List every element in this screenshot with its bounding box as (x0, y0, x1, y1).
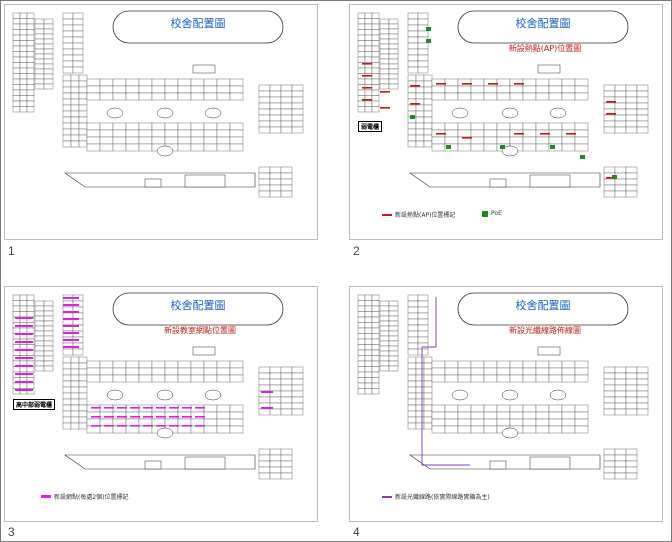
campus-floor-plan (357, 10, 649, 198)
slide-subtitle: 新設教室網點位置圖 (164, 326, 236, 335)
campus-floor-plan (357, 292, 649, 480)
callout-label: 弱電櫃 (358, 121, 383, 132)
legend-swatch (41, 495, 51, 498)
slide-thumbnail-1[interactable]: 校舍配置圖 (4, 4, 318, 240)
legend-item: 新設網點(每處2個)位置標記 (41, 492, 129, 501)
legend-swatch (382, 213, 392, 216)
campus-floor-plan (12, 10, 304, 198)
legend-label: 新設光纖線路(依實際線路實顯為主) (395, 494, 490, 501)
slide-title: 校舍配置圖 (515, 299, 571, 312)
legend-swatch (382, 495, 392, 498)
legend-swatch (482, 210, 488, 217)
campus-floor-plan (12, 292, 304, 480)
slide-subtitle: 新設光纖線路佈線圖 (509, 326, 581, 335)
slide-title: 校舍配置圖 (515, 17, 571, 30)
slide-number: 2 (353, 244, 360, 258)
legend-label: 新設熱點(AP)位置標記 (395, 212, 456, 219)
slide-thumbnail-4[interactable]: 校舍配置圖 新設光纖線路佈線圖 新設光纖線路(依實際線路實顯為主) (349, 286, 663, 522)
slide-thumbnail-3[interactable]: 校舍配置圖 新設教室網點位置圖 高中部弱電櫃 新設網點(每處2個)位置標記 (4, 286, 318, 522)
legend-label: 新設網點(每處2個)位置標記 (54, 494, 129, 501)
slide-number: 4 (353, 525, 360, 539)
legend-item: PoE (482, 210, 502, 217)
callout-label: 高中部弱電櫃 (13, 399, 56, 410)
slide-title: 校舍配置圖 (170, 299, 226, 312)
legend-item: 新設光纖線路(依實際線路實顯為主) (382, 492, 490, 501)
slide-subtitle: 新設熱點(AP)位置圖 (508, 44, 582, 53)
legend-label: PoE (491, 210, 502, 217)
legend-item: 新設熱點(AP)位置標記 (382, 210, 455, 219)
slide-number: 3 (8, 525, 15, 539)
slide-number: 1 (8, 244, 15, 258)
slide-thumbnail-2[interactable]: 校舍配置圖 新設熱點(AP)位置圖 弱電櫃 新設熱點(AP)位置標記 PoE (349, 4, 663, 240)
slide-title: 校舍配置圖 (170, 17, 226, 30)
